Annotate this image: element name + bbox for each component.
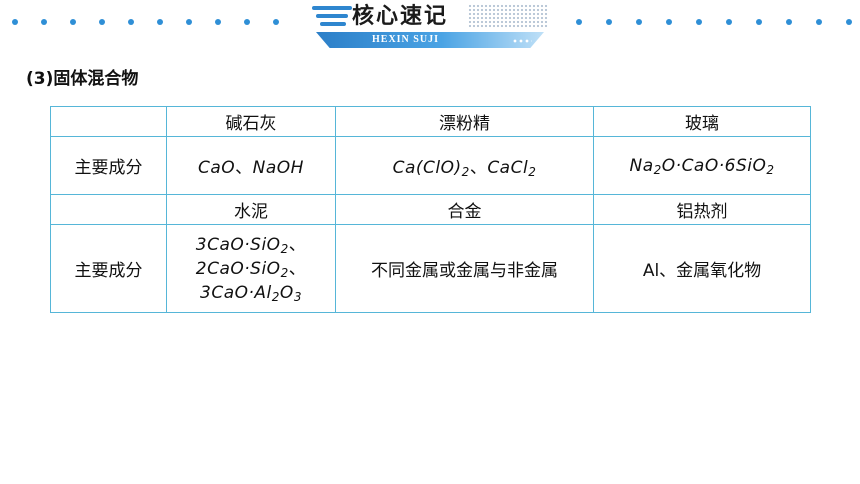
- formula-part: Na: [629, 155, 654, 176]
- formula-part: CaCl: [487, 158, 529, 178]
- dot: [12, 19, 18, 25]
- decorative-dots-right: [576, 16, 860, 28]
- dot: [756, 19, 762, 25]
- table-header-row: 水泥 合金 铝热剂: [50, 194, 811, 225]
- separator: 、: [288, 234, 307, 255]
- table-row: 主要成分 CaO、NaOH Ca(ClO)2、CaCl2 Na2O·CaO·6S…: [50, 136, 811, 195]
- formula-part: CaO: [198, 158, 236, 178]
- header-cell-soda-lime: 碱石灰: [166, 106, 336, 137]
- header-banner: 核心速记 HEXIN SUJI: [312, 0, 548, 52]
- dot: [666, 19, 672, 25]
- separator: 、: [235, 158, 253, 178]
- dot: [157, 19, 163, 25]
- banner-strip: [316, 32, 544, 48]
- glass-components: Na2O·CaO·6SiO2: [593, 136, 811, 195]
- subscript: 3: [293, 289, 302, 304]
- dot: [273, 19, 279, 25]
- formula-part: NaOH: [252, 158, 304, 178]
- subscript: 2: [271, 289, 280, 304]
- dot: [636, 19, 642, 25]
- dot: [696, 19, 702, 25]
- dot: [99, 19, 105, 25]
- dot: [816, 19, 822, 25]
- formula-part: O·CaO·6SiO: [661, 155, 767, 176]
- dot: [786, 19, 792, 25]
- formula-part: 3CaO·SiO: [195, 234, 281, 255]
- header-cell-glass: 玻璃: [593, 106, 811, 137]
- dot: [606, 19, 612, 25]
- subscript: 2: [528, 165, 537, 179]
- header-title: 核心速记: [352, 4, 449, 29]
- dot-grid-decoration: [468, 4, 548, 28]
- dot: [244, 19, 250, 25]
- formula-line: 3CaO·Al2O3: [167, 281, 335, 305]
- header-cell-empty: [50, 106, 167, 137]
- section-title: (3)固体混合物: [26, 69, 139, 89]
- header-cell-bleach: 漂粉精: [335, 106, 594, 137]
- dot: [128, 19, 134, 25]
- thermite-components: Al、金属氧化物: [593, 224, 811, 313]
- formula-part: Ca(ClO): [392, 158, 462, 178]
- header-cell-thermite: 铝热剂: [593, 194, 811, 225]
- subscript: 2: [653, 162, 662, 177]
- formula-part: 3CaO·Al: [200, 282, 272, 303]
- subscript: 2: [461, 165, 470, 179]
- stripes-icon: [312, 6, 352, 32]
- bleach-components: Ca(ClO)2、CaCl2: [335, 136, 594, 195]
- dot: [41, 19, 47, 25]
- mixture-table: 碱石灰 漂粉精 玻璃 主要成分 CaO、NaOH Ca(ClO)2、CaCl2 …: [50, 106, 811, 313]
- separator: 、: [288, 258, 307, 279]
- formula-line: 2CaO·SiO2、: [167, 257, 335, 281]
- subscript: 2: [766, 162, 775, 177]
- decorative-dots-left: [12, 16, 279, 28]
- formula-part: O: [279, 282, 294, 303]
- header-subtitle: HEXIN SUJI: [372, 34, 439, 45]
- header-cell-alloy: 合金: [335, 194, 594, 225]
- subscript: 2: [280, 265, 289, 280]
- dot: [70, 19, 76, 25]
- dot: [576, 19, 582, 25]
- separator: 、: [469, 158, 488, 178]
- header-cell-cement: 水泥: [166, 194, 336, 225]
- table-header-row: 碱石灰 漂粉精 玻璃: [50, 106, 811, 137]
- table-row: 主要成分 3CaO·SiO2、 2CaO·SiO2、 3CaO·Al2O3 不同…: [50, 224, 811, 313]
- row-label: 主要成分: [50, 224, 167, 313]
- page-header: 核心速记 HEXIN SUJI: [0, 0, 860, 56]
- formula-line: 3CaO·SiO2、: [167, 233, 335, 257]
- dot: [846, 19, 852, 25]
- soda-lime-components: CaO、NaOH: [166, 136, 336, 195]
- alloy-components: 不同金属或金属与非金属: [335, 224, 594, 313]
- cement-components: 3CaO·SiO2、 2CaO·SiO2、 3CaO·Al2O3: [166, 224, 336, 313]
- row-label: 主要成分: [50, 136, 167, 195]
- dot: [186, 19, 192, 25]
- header-cell-empty: [50, 194, 167, 225]
- formula-part: 2CaO·SiO: [195, 258, 281, 279]
- dot: [726, 19, 732, 25]
- mini-dots-decoration: [512, 38, 532, 44]
- dot: [215, 19, 221, 25]
- subscript: 2: [280, 241, 289, 256]
